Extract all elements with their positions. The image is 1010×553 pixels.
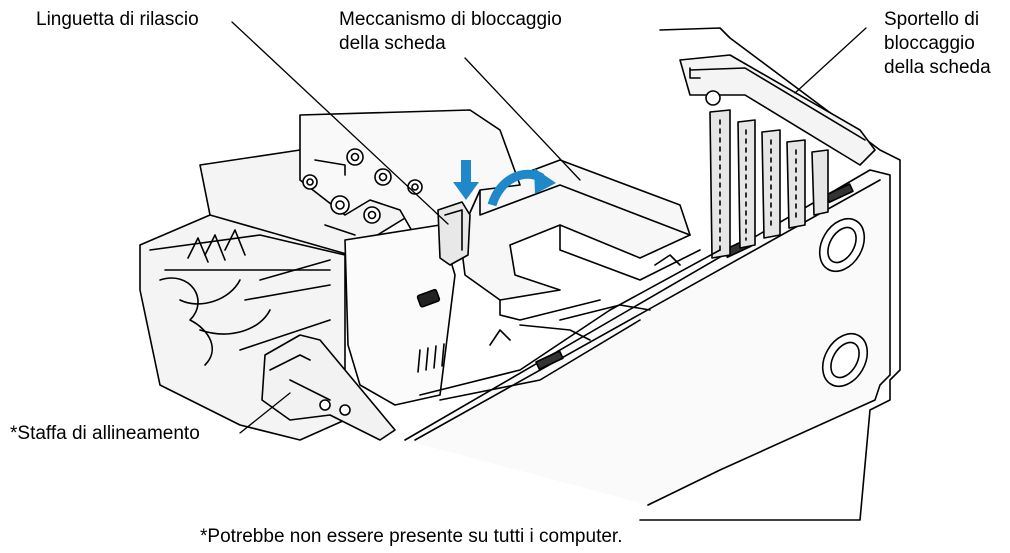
system-board	[419, 249, 721, 401]
callout-card-retention-mechanism: Meccanismo di bloccaggio della scheda	[339, 9, 562, 54]
alignment-bracket	[261, 334, 396, 441]
rotate-arrow-icon	[487, 168, 556, 207]
callout-alignment-bracket: *Staffa di allineamento	[10, 423, 200, 444]
central-bracket	[344, 224, 456, 406]
callout-release-tab: Linguetta di rilascio	[36, 9, 199, 30]
press-down-arrow-icon	[453, 160, 479, 200]
card-retention-mechanism	[459, 159, 701, 321]
pci-slot-brackets	[709, 109, 829, 259]
callout-card-retention-door: Sportello di bloccaggio della scheda	[884, 9, 991, 78]
footnote: *Potrebbe non essere presente su tutti i…	[200, 526, 623, 547]
release-tab	[437, 201, 471, 266]
chassis-side-panel	[404, 27, 901, 521]
callout-leaders	[231, 21, 867, 434]
card-retention-door	[679, 54, 876, 166]
